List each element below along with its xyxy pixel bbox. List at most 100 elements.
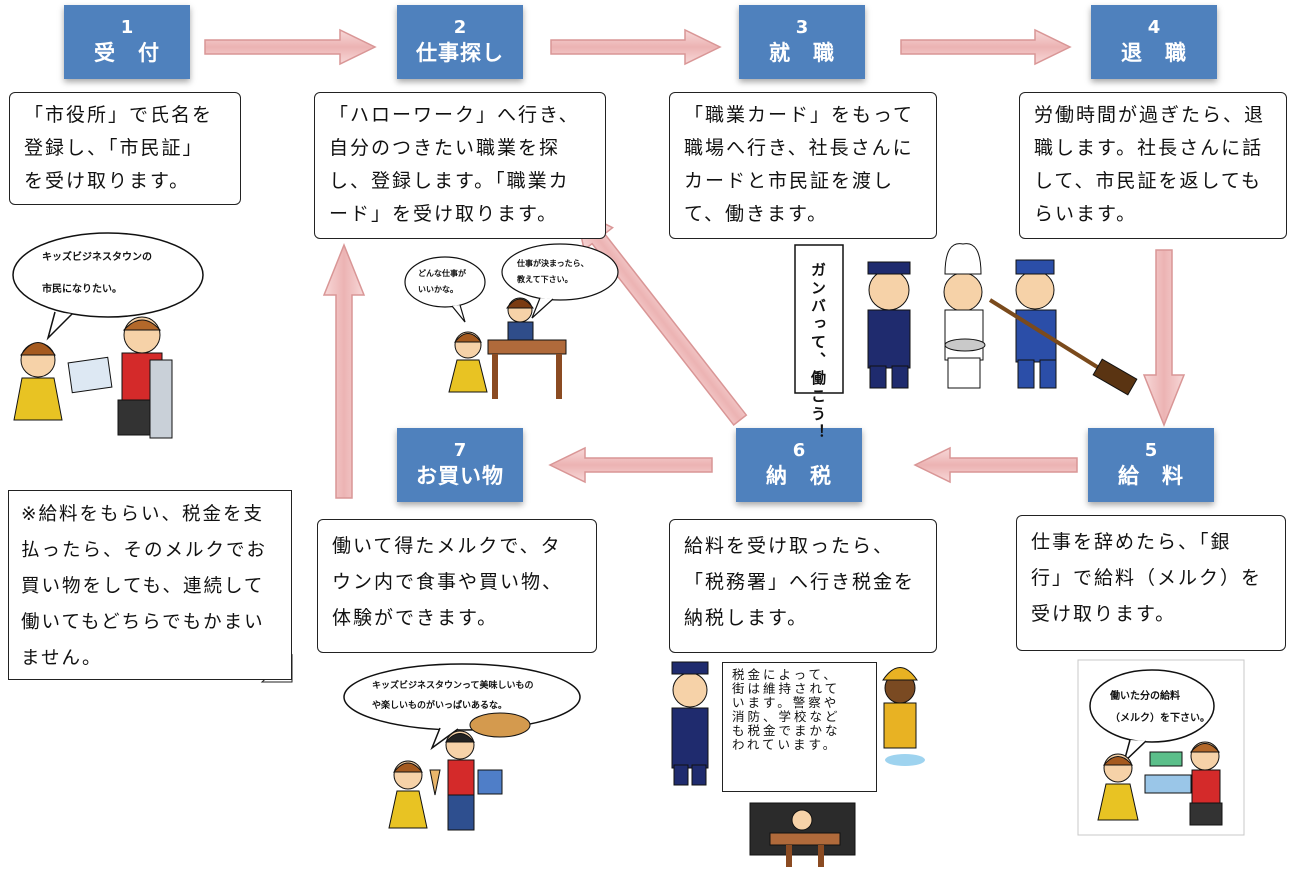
desc-line: 職場へ行き、社長さんに: [684, 137, 914, 159]
desc-line: 給料を受け取ったら、: [684, 535, 895, 557]
arrow-5-to-6: [913, 446, 1078, 484]
step-5-title: 給 料: [1118, 464, 1184, 488]
step-3-title: 就 職: [769, 41, 835, 65]
step-3-header: 3 就 職: [739, 5, 865, 79]
note-line: ません。: [21, 648, 103, 669]
desc-line: 体験ができます。: [332, 607, 499, 629]
desc-line: し、登録します。「職業カ: [329, 170, 570, 192]
step-1-header: 1 受 付: [64, 5, 190, 79]
step-7-header: 7 お買い物: [397, 428, 523, 502]
speech-line: どんな仕事が: [418, 269, 466, 278]
step-6-header: 6 納 税: [736, 428, 862, 502]
step-5-number: 5: [1144, 440, 1158, 461]
step-2-description: 「ハローワーク」へ行き、 自分のつきたい職業を探 し、登録します。「職業カ ード…: [314, 92, 606, 239]
desc-line: 仕事を辞めたら、「銀: [1031, 531, 1232, 553]
speech-bubble-citizen: [12, 232, 204, 318]
desc-line: ウン内で食事や買い物、: [332, 571, 564, 593]
tax-line: 税金によって、: [732, 667, 839, 682]
step-3-description: 「職業カード」をもって 職場へ行き、社長さんに カードと市民証を渡し て、働きま…: [669, 92, 937, 239]
note-line: 買い物をしても、連続して: [21, 576, 265, 597]
tax-line: われています。: [732, 737, 839, 752]
speech-bubble-shopping: [343, 663, 581, 731]
step-7-title: お買い物: [416, 464, 504, 488]
speech-line: 教えて下さい。: [517, 275, 573, 284]
speech-shopping-text: キッズビジネスタウンって美味しいもの や楽しいものがいっぱいあるな。: [372, 676, 534, 716]
arrow-7-to-2: [322, 242, 366, 499]
arrow-3-to-4: [900, 28, 1072, 66]
speech-bubble-staff: [501, 243, 619, 301]
desc-line: 労働時間が過ぎたら、退: [1034, 104, 1266, 126]
tax-note-text: 税金によって、 街は維持されて います。警察や 消防、学校など も税金でまかな …: [732, 668, 872, 752]
speech-line: 市民になりたい。: [42, 284, 122, 295]
speech-girl-job-text: どんな仕事が いいかな。: [418, 266, 466, 298]
desc-line: を受け取ります。: [24, 170, 191, 192]
step-5-header: 5 給 料: [1088, 428, 1214, 502]
speech-line: や楽しいものがいっぱいあるな。: [372, 701, 508, 711]
desc-line: 自分のつきたい職業を探: [329, 137, 561, 159]
desc-line: 職します。社長さんに話: [1034, 137, 1264, 159]
step-5-description: 仕事を辞めたら、「銀 行」で給料（メルク）を 受け取ります。: [1016, 515, 1286, 651]
step-4-title: 退 職: [1121, 41, 1187, 65]
desc-line: 「市役所」で氏名を: [24, 104, 214, 126]
desc-line: 受け取ります。: [1031, 603, 1177, 625]
speech-line: いいかな。: [418, 285, 458, 294]
tax-illustration: [671, 661, 925, 867]
tax-note-box: [722, 662, 877, 792]
arrow-6-to-7: [548, 446, 713, 484]
desc-line: 働いて得たメルクで、タ: [332, 535, 562, 557]
pay-illustration: [1097, 741, 1223, 826]
desc-line: て、働きます。: [684, 203, 829, 225]
step-4-header: 4 退 職: [1091, 5, 1217, 79]
note-line: 働いてもどちらでもかまい: [21, 612, 265, 633]
desc-line: して、市民証を返しても: [1034, 170, 1262, 192]
speech-staff-text: 仕事が決まったら、 教えて下さい。: [517, 256, 589, 288]
step-4-number: 4: [1147, 17, 1161, 38]
arrow-4-to-5: [1142, 249, 1186, 428]
citizen-illustration: [13, 316, 173, 439]
step-6-title: 納 税: [766, 464, 832, 488]
step-1-title: 受 付: [94, 41, 160, 65]
desc-line: 「ハローワーク」へ行き、: [329, 104, 580, 126]
desc-line: 納税します。: [684, 607, 809, 629]
job-search-illustration: [448, 297, 567, 399]
payment-note: ※給料をもらい、税金を支 払ったら、そのメルクでお 買い物をしても、連続して 働…: [8, 490, 292, 680]
step-6-number: 6: [792, 440, 806, 461]
speech-bubble-pay: [1089, 669, 1215, 743]
speech-line: キッズビジネスタウンの: [42, 252, 152, 263]
step-4-description: 労働時間が過ぎたら、退 職します。社長さんに話 して、市民証を返しても らいます…: [1019, 92, 1287, 239]
desc-line: 「職業カード」をもって: [684, 104, 915, 126]
speech-line: 仕事が決まったら、: [517, 259, 589, 268]
speech-citizen-text: キッズビジネスタウンの 市民になりたい。: [42, 248, 152, 300]
step-7-description: 働いて得たメルクで、タ ウン内で食事や買い物、 体験ができます。: [317, 519, 597, 653]
tax-line: 街は維持されて: [732, 681, 841, 696]
step-2-title: 仕事探し: [416, 41, 504, 65]
tax-line: います。警察や: [732, 695, 840, 710]
desc-line: 登録し、「市民証」: [24, 137, 204, 159]
scroll-banner-text: ガンバって、働こう！: [809, 262, 827, 442]
step-1-description: 「市役所」で氏名を 登録し、「市民証」 を受け取ります。: [9, 92, 241, 205]
step-3-number: 3: [795, 17, 809, 38]
step-1-number: 1: [120, 17, 134, 38]
desc-line: らいます。: [1034, 203, 1138, 225]
arrow-1-to-2: [204, 28, 377, 66]
speech-bubble-girl-job: [404, 256, 486, 308]
speech-line: キッズビジネスタウンって美味しいもの: [372, 681, 534, 691]
step-7-number: 7: [453, 440, 467, 461]
speech-pay-text: 働いた分の給料 （メルク）を下さい。: [1110, 686, 1210, 730]
speech-line: （メルク）を下さい。: [1110, 713, 1210, 724]
arrow-2-to-3: [550, 28, 722, 66]
desc-line: 行」で給料（メルク）を: [1031, 567, 1263, 589]
desc-line: カードと市民証を渡し: [684, 170, 895, 192]
speech-line: 働いた分の給料: [1110, 691, 1180, 702]
step-2-number: 2: [453, 17, 467, 38]
note-line: 払ったら、そのメルクでお: [21, 540, 268, 561]
tax-line: も税金でまかな: [732, 723, 841, 738]
step-2-header: 2 仕事探し: [397, 5, 523, 79]
desc-line: ード」を受け取ります。: [329, 203, 559, 225]
shopping-illustration: [388, 712, 531, 831]
workers-illustration: [794, 243, 1138, 396]
step-6-description: 給料を受け取ったら、 「税務署」へ行き税金を 納税します。: [669, 519, 937, 653]
tax-line: 消防、学校など: [732, 709, 841, 724]
note-line: ※給料をもらい、税金を支: [21, 504, 265, 525]
